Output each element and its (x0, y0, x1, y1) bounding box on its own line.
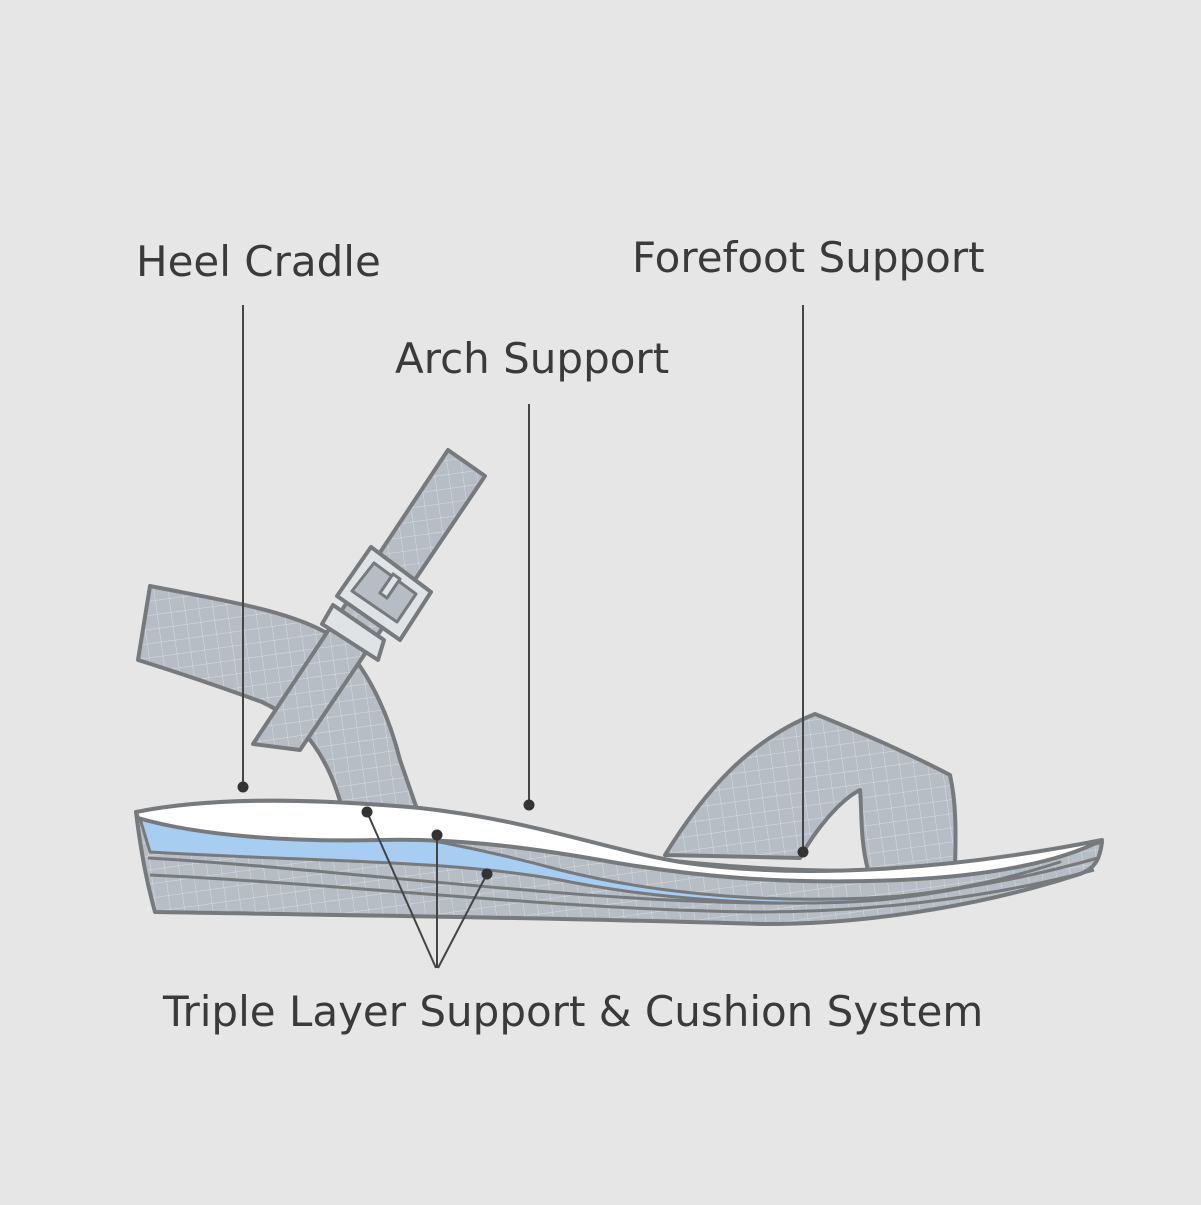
rear-ankle-strap (136, 584, 420, 814)
arch-support-dot (523, 799, 535, 811)
triple-layer-dot-sole (481, 868, 493, 880)
triple-layer-dot-insole (361, 806, 373, 818)
insole-layer (134, 798, 1104, 884)
triple-layer-label: Triple Layer Support & Cushion System (162, 987, 983, 1036)
heel-cradle-dot (237, 781, 249, 793)
arch-support-label: Arch Support (395, 334, 669, 383)
forefoot-support-dot (797, 846, 809, 858)
triple-layer-dot-cushion (431, 829, 443, 841)
buckle-icon (320, 545, 433, 662)
triple-layer-leader-1 (366, 811, 437, 969)
heel-cradle-label: Heel Cradle (136, 237, 381, 286)
forefoot-support-label: Forefoot Support (632, 233, 985, 282)
midsole-line-2 (149, 868, 1095, 914)
triple-layer-leader-3 (437, 873, 488, 969)
forefoot-strap (663, 712, 958, 877)
